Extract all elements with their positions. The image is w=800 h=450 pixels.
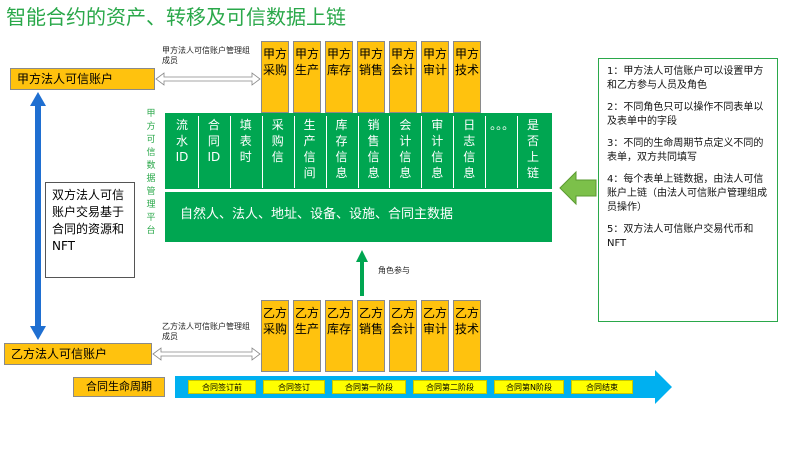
party-a-role-1: 甲方生产: [293, 41, 321, 113]
party-b-admin-note: 乙方法人可信账户管理组成员: [162, 322, 250, 341]
master-data-label: 自然人、法人、地址、设备、设施、合同主数据: [180, 207, 454, 222]
field-column-7: 会计信息: [399, 118, 412, 180]
data-fields-panel: [165, 113, 552, 189]
note-item: 4：每个表单上链数据，由法人可信账户上链（由法人可信账户管理组成员操作）: [607, 174, 767, 213]
field-separator: [485, 116, 487, 188]
party-b-role-5: 乙方审计: [421, 300, 449, 372]
field-column-1: 合同ID: [207, 118, 221, 164]
field-separator: [197, 116, 199, 188]
field-column-5: 库存信息: [335, 118, 348, 180]
master-data-panel: [165, 192, 552, 242]
party-b-role-3: 乙方销售: [357, 300, 385, 372]
lifecycle-label: 合同生命周期: [73, 377, 165, 397]
party-a-role-6: 甲方技术: [453, 41, 481, 113]
note-item: 1：甲方法人可信账户可以设置甲方和乙方参与人员及角色: [607, 66, 764, 91]
lifecycle-stage-5: 合同结束: [571, 380, 633, 394]
notes-arrow: [559, 170, 597, 206]
party-a-role-5: 甲方审计: [421, 41, 449, 113]
field-separator: [421, 116, 423, 188]
field-column-8: 审计信息: [431, 118, 444, 180]
party-a-roles-arrow: [155, 72, 261, 86]
field-column-2: 填表时: [239, 118, 252, 164]
party-b-role-2: 乙方库存: [325, 300, 353, 372]
party-b-role-4: 乙方会计: [389, 300, 417, 372]
field-separator: [517, 116, 519, 188]
lifecycle-stage-4: 合同第N阶段: [494, 380, 564, 394]
party-a-account: 甲方法人可信账户: [10, 68, 155, 90]
role-participation-label: 角色参与: [378, 266, 410, 275]
platform-vertical-label: 甲方可信数据管理平台: [146, 109, 156, 236]
trade-double-arrow: [30, 92, 46, 340]
field-separator: [293, 116, 295, 188]
field-separator: [229, 116, 231, 188]
field-column-3: 采购信: [271, 118, 284, 164]
field-separator: [453, 116, 455, 188]
party-b-role-6: 乙方技术: [453, 300, 481, 372]
party-b-roles-arrow: [152, 347, 261, 361]
field-column-6: 销售信息: [367, 118, 380, 180]
field-column-9: 日志信息: [463, 118, 476, 180]
lifecycle-stage-0: 合同签订前: [188, 380, 256, 394]
lifecycle-stage-2: 合同第一阶段: [332, 380, 406, 394]
lifecycle-stage-3: 合同第二阶段: [413, 380, 487, 394]
field-column-10: 。。。: [490, 118, 515, 132]
trade-description-box: 双方法人可信账户交易基于合同的资源和NFT: [45, 182, 135, 278]
party-b-role-0: 乙方采购: [261, 300, 289, 372]
page-title: 智能合约的资产、转移及可信数据上链: [6, 5, 346, 29]
party-a-role-2: 甲方库存: [325, 41, 353, 113]
field-separator: [389, 116, 391, 188]
party-a-role-4: 甲方会计: [389, 41, 417, 113]
party-a-admin-note: 甲方法人可信账户管理组成员: [162, 46, 250, 65]
field-separator: [261, 116, 263, 188]
field-column-11: 是否上链: [527, 118, 540, 180]
field-separator: [325, 116, 327, 188]
note-item: 5：双方法人可信账户交易代币和NFT: [607, 224, 754, 249]
lifecycle-stage-1: 合同签订: [263, 380, 325, 394]
field-column-4: 生产信间: [303, 118, 316, 180]
field-separator: [357, 116, 359, 188]
party-b-account: 乙方法人可信账户: [4, 343, 152, 365]
role-participation-arrow: [356, 250, 368, 296]
notes-box: 1：甲方法人可信账户可以设置甲方和乙方参与人员及角色 2：不同角色只可以操作不同…: [598, 58, 778, 322]
note-item: 3：不同的生命周期节点定义不同的表单，双方共同填写: [607, 138, 764, 163]
party-a-role-0: 甲方采购: [261, 41, 289, 113]
field-column-0: 流水ID: [175, 118, 189, 164]
party-b-role-1: 乙方生产: [293, 300, 321, 372]
note-item: 2：不同角色只可以操作不同表单以及表单中的字段: [607, 102, 764, 127]
party-a-role-3: 甲方销售: [357, 41, 385, 113]
